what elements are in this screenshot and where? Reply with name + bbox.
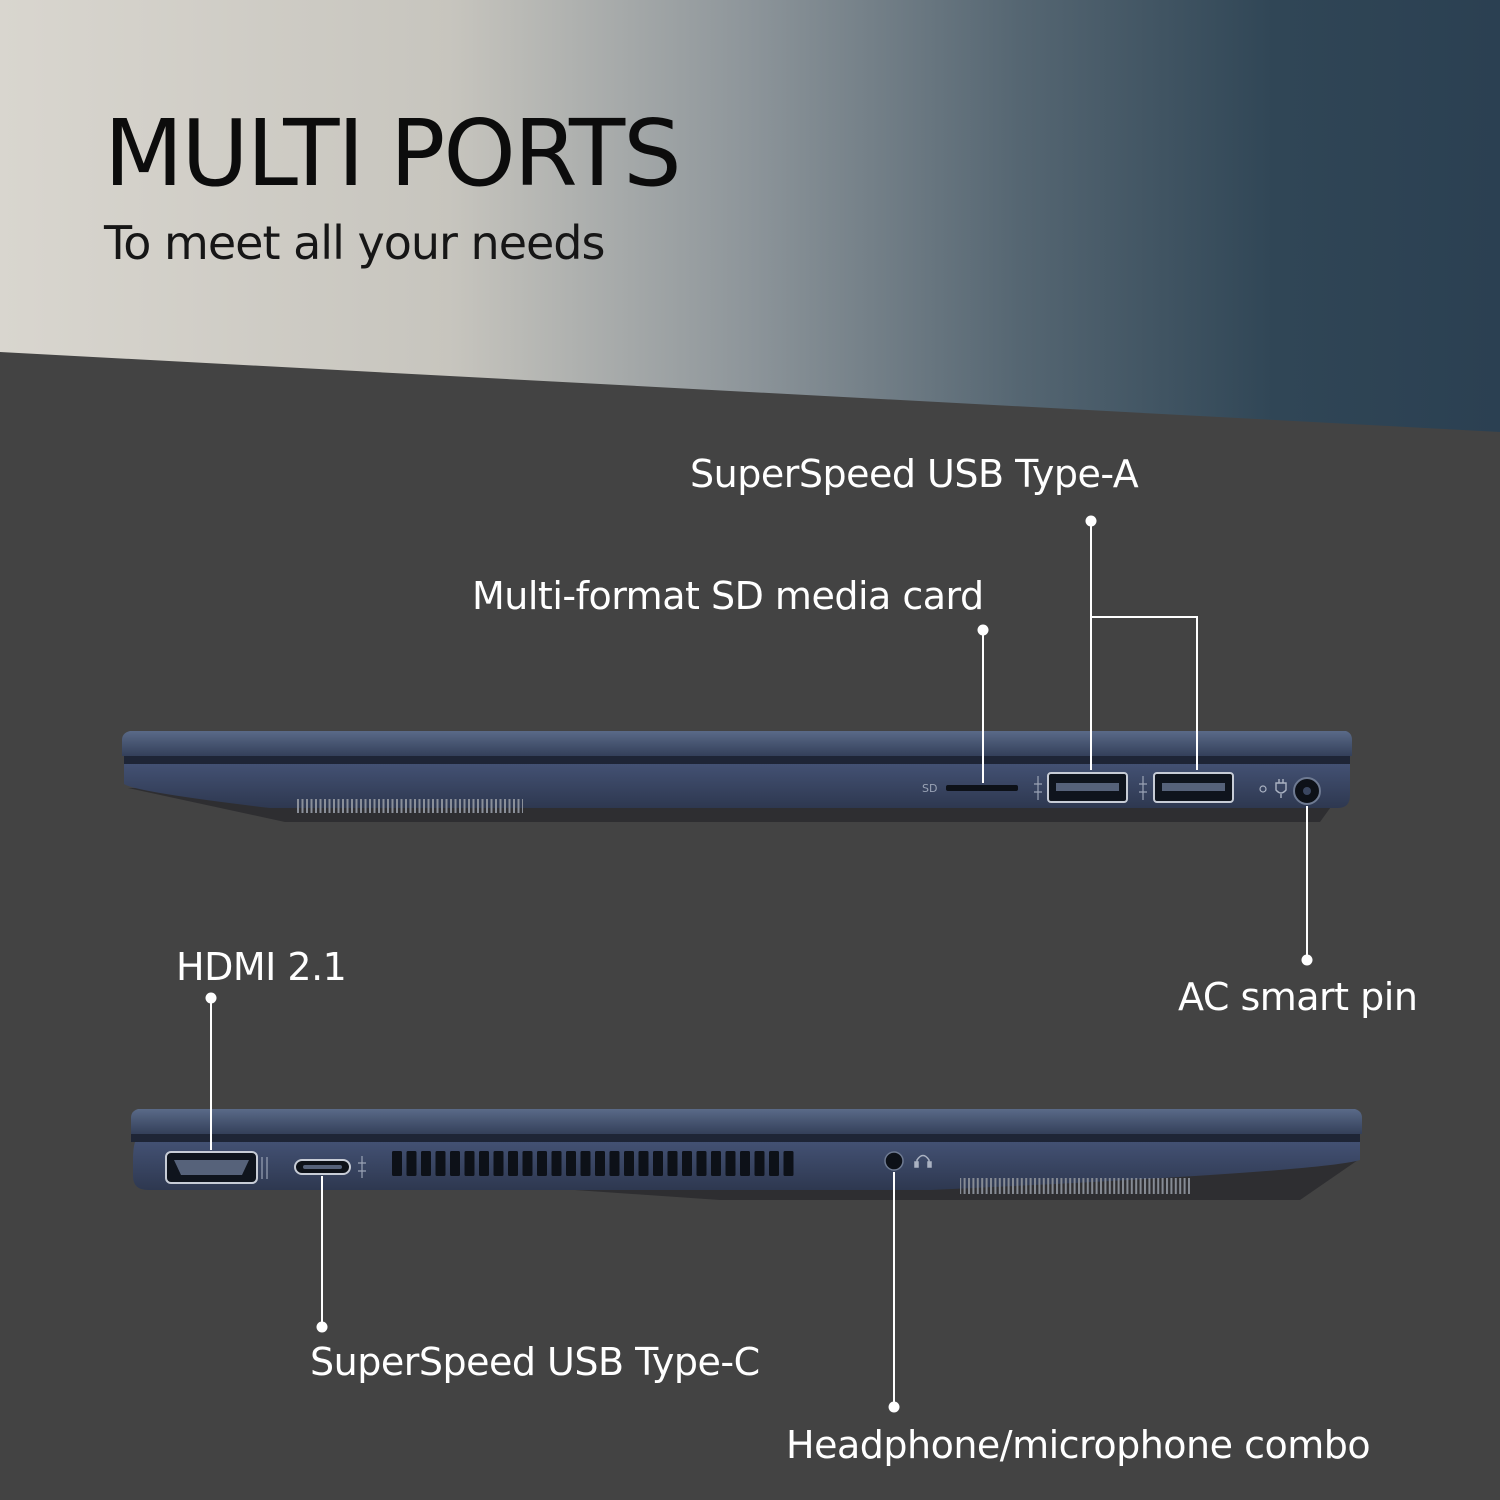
laptop-base bbox=[124, 764, 1350, 808]
vent-slot bbox=[783, 1151, 794, 1176]
vent-slot bbox=[493, 1151, 504, 1176]
header-background bbox=[0, 0, 1500, 432]
usb-a-icon bbox=[1139, 776, 1147, 800]
callout-sd-media-card: Multi-format SD media card bbox=[472, 574, 984, 618]
vent-slot bbox=[406, 1151, 417, 1176]
usb-a-callout-line bbox=[1090, 521, 1198, 770]
usb-a-port-1-tongue bbox=[1056, 783, 1119, 791]
vent-slot bbox=[551, 1151, 562, 1176]
vent-slot bbox=[508, 1151, 518, 1176]
callout-usb-type-a: SuperSpeed USB Type-A bbox=[690, 452, 1139, 496]
usb-c-marking-icon bbox=[358, 1156, 366, 1178]
vent-slot bbox=[769, 1151, 779, 1176]
sd-port-marking: SD bbox=[922, 782, 937, 795]
vent-slot bbox=[595, 1151, 605, 1176]
sd-card-slot bbox=[946, 785, 1018, 791]
usb-c-port-tongue bbox=[303, 1165, 342, 1169]
hdmi-port-inner bbox=[174, 1160, 249, 1175]
sd-callout-dot bbox=[977, 624, 989, 636]
vent-slot bbox=[711, 1151, 721, 1176]
vent-slot bbox=[392, 1151, 402, 1176]
vent-slot bbox=[740, 1151, 750, 1176]
usb-a-port-2-tongue bbox=[1162, 783, 1225, 791]
vent-slot bbox=[725, 1151, 736, 1176]
vent-slot bbox=[624, 1151, 634, 1176]
vent-slot bbox=[638, 1151, 649, 1176]
speaker-grille bbox=[295, 799, 523, 813]
callout-hdmi: HDMI 2.1 bbox=[176, 945, 347, 989]
vent-slot bbox=[580, 1151, 591, 1176]
laptop-left-side-view bbox=[131, 1109, 1362, 1200]
laptop-lid bbox=[122, 731, 1352, 756]
vent-slot bbox=[696, 1151, 707, 1176]
laptop-right-side-view: SD bbox=[122, 731, 1352, 822]
vent-slot bbox=[464, 1151, 475, 1176]
laptop-lid bbox=[131, 1109, 1362, 1134]
vent-slot bbox=[479, 1151, 489, 1176]
vent-slot bbox=[522, 1151, 533, 1176]
vent-slot bbox=[566, 1151, 576, 1176]
usb-c-callout-dot bbox=[316, 1321, 328, 1333]
usb-a-callout-dot bbox=[1085, 515, 1097, 527]
vent-grille bbox=[392, 1151, 794, 1176]
vent-slot bbox=[537, 1151, 547, 1176]
usb-a-icon bbox=[1034, 776, 1042, 800]
vent-slot bbox=[653, 1151, 663, 1176]
page-subtitle: To meet all your needs bbox=[104, 216, 605, 270]
headphone-icon bbox=[914, 1154, 932, 1168]
audio-jack bbox=[884, 1151, 904, 1171]
hinge-gap bbox=[124, 756, 1350, 764]
hdmi-marking-icon bbox=[261, 1157, 268, 1179]
speaker-grille bbox=[960, 1178, 1190, 1194]
page-title: MULTI PORTS bbox=[104, 100, 682, 207]
callout-usb-type-c: SuperSpeed USB Type-C bbox=[310, 1340, 760, 1384]
charge-led bbox=[1259, 785, 1267, 793]
vent-slot bbox=[682, 1151, 692, 1176]
callout-headphone-mic: Headphone/microphone combo bbox=[786, 1423, 1371, 1467]
vent-slot bbox=[609, 1151, 620, 1176]
vent-slot bbox=[435, 1151, 446, 1176]
ac-pin-callout-dot bbox=[1301, 954, 1313, 966]
hdmi-callout-dot bbox=[205, 992, 217, 1004]
vent-slot bbox=[754, 1151, 765, 1176]
audio-callout-dot bbox=[888, 1401, 900, 1413]
vent-slot bbox=[667, 1151, 678, 1176]
vent-slot bbox=[450, 1151, 460, 1176]
vent-slot bbox=[421, 1151, 431, 1176]
hinge-gap bbox=[131, 1134, 1360, 1142]
ac-smart-pin-center bbox=[1303, 787, 1311, 795]
power-plug-icon bbox=[1275, 779, 1287, 798]
callout-ac-smart-pin: AC smart pin bbox=[1178, 975, 1418, 1019]
